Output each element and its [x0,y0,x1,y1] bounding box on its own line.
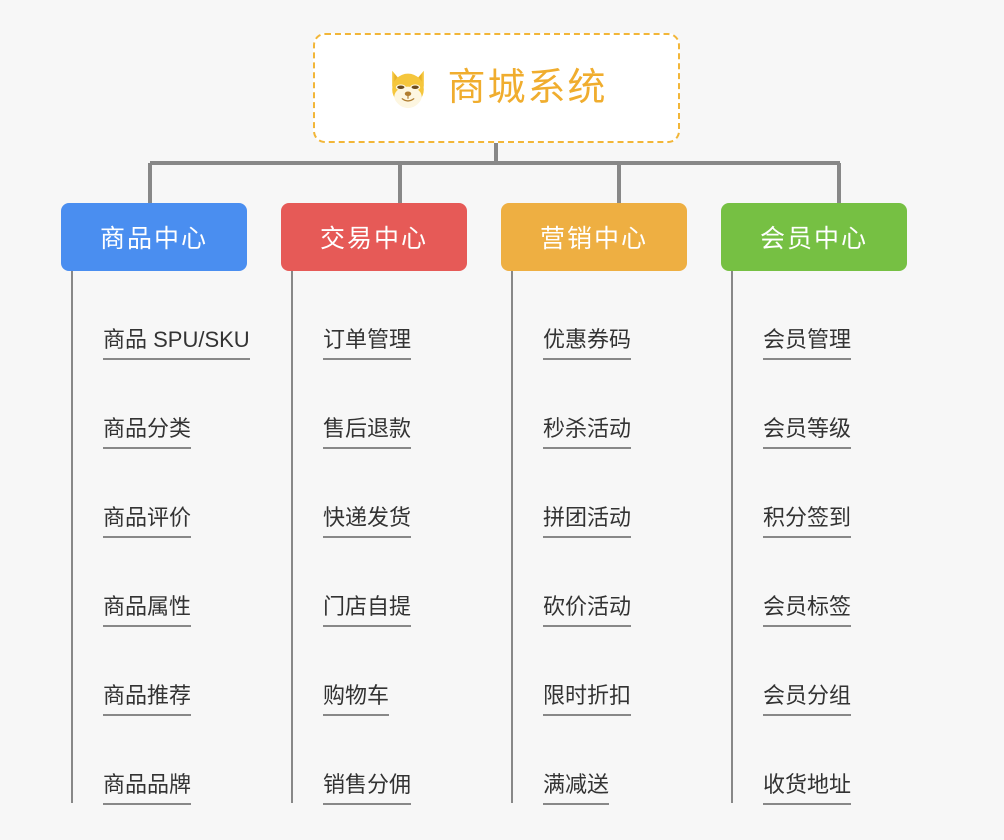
category-header-trade-center[interactable]: 交易中心 [281,203,467,271]
leaf-label: 会员等级 [763,418,852,449]
list-item[interactable]: 会员等级 [731,360,938,449]
leaf-list-member-center: 会员管理 会员等级 积分签到 会员标签 会员分组 收货地址 [731,271,938,805]
leaf-label: 快递发货 [323,507,412,538]
category-header-product-center[interactable]: 商品中心 [61,203,247,271]
category-header-member-center[interactable]: 会员中心 [721,203,907,271]
leaf-label: 砍价活动 [543,596,632,627]
leaf-label: 商品属性 [103,596,192,627]
leaf-label: 售后退款 [323,418,412,449]
list-item[interactable]: 商品分类 [71,360,278,449]
column-marketing-center: 营销中心 优惠券码 秒杀活动 拼团活动 砍价活动 限时折扣 满减送 [498,203,718,805]
leaf-label: 购物车 [323,685,390,716]
list-item[interactable]: 会员管理 [731,271,938,360]
list-item[interactable]: 商品 SPU/SKU [71,271,278,360]
leaf-label: 订单管理 [323,329,412,360]
list-item[interactable]: 门店自提 [291,538,498,627]
leaf-label: 商品品牌 [103,774,192,805]
leaf-label: 积分签到 [763,507,852,538]
column-product-center: 商品中心 商品 SPU/SKU 商品分类 商品评价 商品属性 商品推荐 商品品牌 [58,203,278,805]
category-label: 交易中心 [319,225,428,253]
root-node[interactable]: 商城系统 [313,33,680,143]
list-item[interactable]: 会员标签 [731,538,938,627]
list-item[interactable]: 秒杀活动 [511,360,718,449]
list-item[interactable]: 售后退款 [291,360,498,449]
leaf-label: 商品推荐 [103,685,192,716]
shiba-dog-icon [385,65,431,111]
leaf-label: 拼团活动 [543,507,632,538]
leaf-list-trade-center: 订单管理 售后退款 快递发货 门店自提 购物车 销售分佣 [291,271,498,805]
leaf-label: 商品 SPU/SKU [103,329,250,360]
leaf-list-product-center: 商品 SPU/SKU 商品分类 商品评价 商品属性 商品推荐 商品品牌 [71,271,278,805]
leaf-label: 会员分组 [763,685,852,716]
list-item[interactable]: 限时折扣 [511,627,718,716]
column-member-center: 会员中心 会员管理 会员等级 积分签到 会员标签 会员分组 收货地址 [718,203,938,805]
leaf-label: 满减送 [543,774,610,805]
leaf-label: 会员标签 [763,596,852,627]
list-item[interactable]: 商品品牌 [71,716,278,805]
list-item[interactable]: 拼团活动 [511,449,718,538]
list-item[interactable]: 销售分佣 [291,716,498,805]
leaf-label: 商品评价 [103,507,192,538]
leaf-label: 限时折扣 [543,685,632,716]
column-trade-center: 交易中心 订单管理 售后退款 快递发货 门店自提 购物车 销售分佣 [278,203,498,805]
list-item[interactable]: 会员分组 [731,627,938,716]
list-item[interactable]: 订单管理 [291,271,498,360]
leaf-label: 门店自提 [323,596,412,627]
category-label: 商品中心 [99,225,208,253]
category-label: 会员中心 [759,225,868,253]
leaf-list-marketing-center: 优惠券码 秒杀活动 拼团活动 砍价活动 限时折扣 满减送 [511,271,718,805]
category-header-marketing-center[interactable]: 营销中心 [501,203,687,271]
list-item[interactable]: 购物车 [291,627,498,716]
leaf-label: 优惠券码 [543,329,632,360]
leaf-label: 收货地址 [763,774,852,805]
leaf-label: 秒杀活动 [543,418,632,449]
leaf-label: 会员管理 [763,329,852,360]
list-item[interactable]: 满减送 [511,716,718,805]
list-item[interactable]: 商品评价 [71,449,278,538]
list-item[interactable]: 优惠券码 [511,271,718,360]
leaf-label: 销售分佣 [323,774,412,805]
list-item[interactable]: 收货地址 [731,716,938,805]
root-title: 商城系统 [447,67,608,109]
category-label: 营销中心 [539,225,648,253]
list-item[interactable]: 商品属性 [71,538,278,627]
list-item[interactable]: 积分签到 [731,449,938,538]
list-item[interactable]: 快递发货 [291,449,498,538]
list-item[interactable]: 砍价活动 [511,538,718,627]
leaf-label: 商品分类 [103,418,192,449]
list-item[interactable]: 商品推荐 [71,627,278,716]
